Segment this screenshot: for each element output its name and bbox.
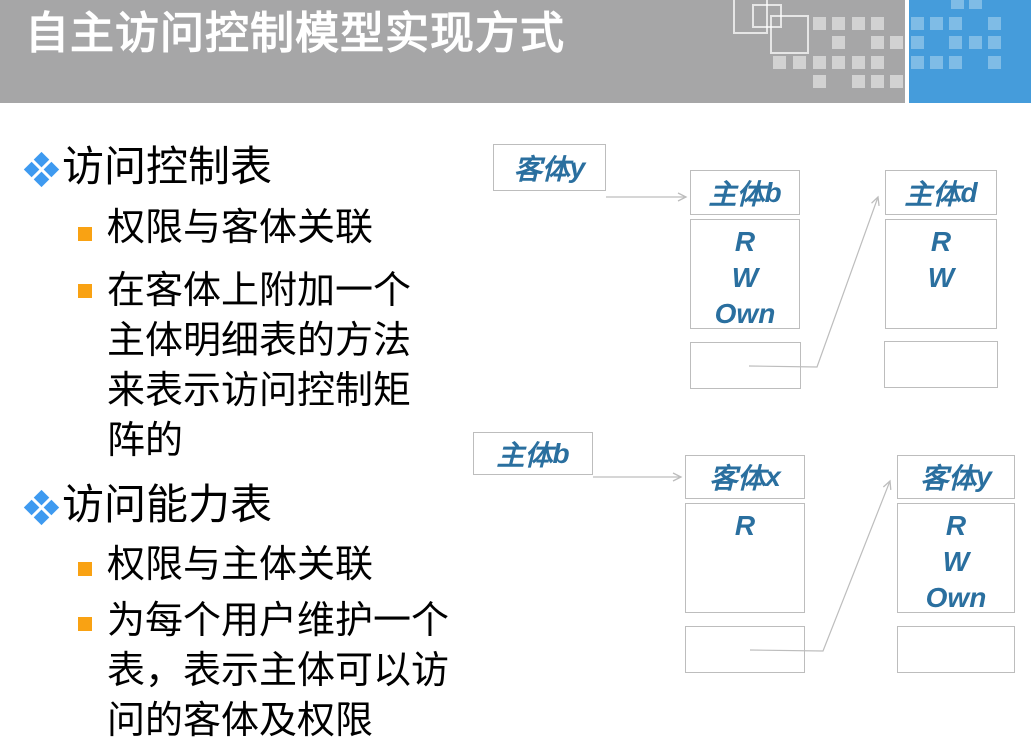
acl-col1-perms-box: R W Own — [690, 219, 800, 329]
decorative-squares — [700, 0, 1031, 103]
diamond-bullet-icon — [23, 151, 60, 188]
bullet-item: 为每个用户维护一个表，表示主体可以访问的客体及权限 — [107, 600, 450, 742]
square-bullet-icon — [78, 227, 92, 241]
acl-col2-next-pointer-box — [884, 341, 998, 388]
acl-source-label: 客体 — [513, 154, 570, 186]
acl-col2-perms-box: R W — [885, 219, 997, 329]
acl-col1-next-pointer-box — [690, 342, 801, 389]
header-blue-block — [909, 0, 1031, 103]
outline-square-icon — [770, 15, 809, 54]
cap-col1-next-pointer-box — [685, 626, 805, 673]
section-title-acl: 访问控制表 — [62, 143, 273, 190]
cap-col1-perms-box: R — [685, 503, 805, 613]
outline-square-icon — [733, 0, 768, 34]
title-bar: 自主访问控制模型实现方式 — [0, 0, 905, 103]
section-title-capability: 访问能力表 — [62, 481, 273, 528]
square-bullet-icon — [78, 284, 92, 298]
diamond-bullet-icon — [23, 489, 60, 526]
bullet-item: 权限与客体关联 — [107, 207, 374, 249]
cap-col2-perms-box: R W Own — [897, 503, 1015, 613]
square-bullet-icon — [78, 562, 92, 576]
slide-title: 自主访问控制模型实现方式 — [25, 9, 565, 58]
bullet-item: 在客体上附加一个主体明细表的方法来表示访问控制矩阵的 — [107, 270, 412, 462]
blue-squares-pattern — [700, 0, 713, 13]
square-bullet-icon — [78, 617, 92, 631]
bullet-item: 权限与主体关联 — [107, 544, 374, 586]
cap-col2-next-pointer-box — [897, 626, 1015, 673]
